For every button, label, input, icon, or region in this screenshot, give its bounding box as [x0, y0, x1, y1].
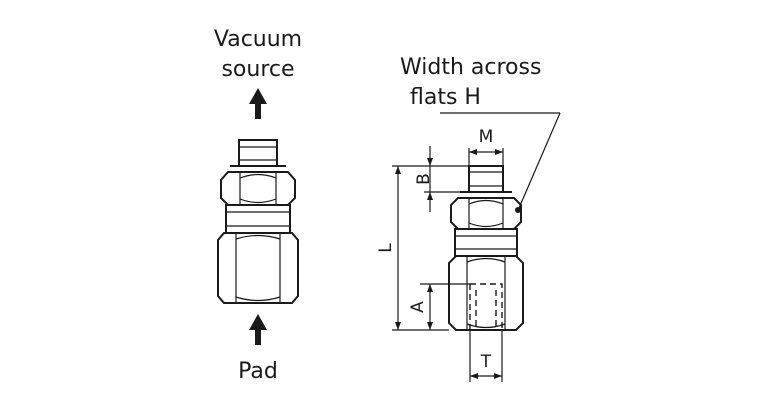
dimension-m: M: [468, 127, 504, 166]
dimension-l-label: L: [376, 243, 396, 253]
up-arrow-icon: [249, 314, 267, 345]
dimension-m-label: M: [479, 127, 494, 147]
width-across-flats-label-1: Width across: [400, 55, 541, 80]
dimension-t-label: T: [480, 352, 492, 372]
dimension-l: L: [376, 165, 449, 331]
up-arrow-icon: [249, 88, 267, 119]
width-across-flats-label-2: flats H: [410, 85, 481, 110]
dimension-b: B: [414, 146, 469, 212]
dimension-t: T: [469, 330, 503, 382]
vacuum-source-label-2: source: [221, 57, 294, 82]
right-fitting: [448, 165, 524, 331]
dimension-a: A: [408, 283, 470, 330]
dimension-b-label: B: [414, 173, 434, 185]
flats-leader-line: [440, 112, 561, 213]
left-fitting: [217, 139, 299, 304]
vacuum-source-label-1: Vacuum: [214, 27, 302, 52]
pad-label: Pad: [238, 359, 278, 384]
dimension-a-label: A: [408, 301, 428, 313]
